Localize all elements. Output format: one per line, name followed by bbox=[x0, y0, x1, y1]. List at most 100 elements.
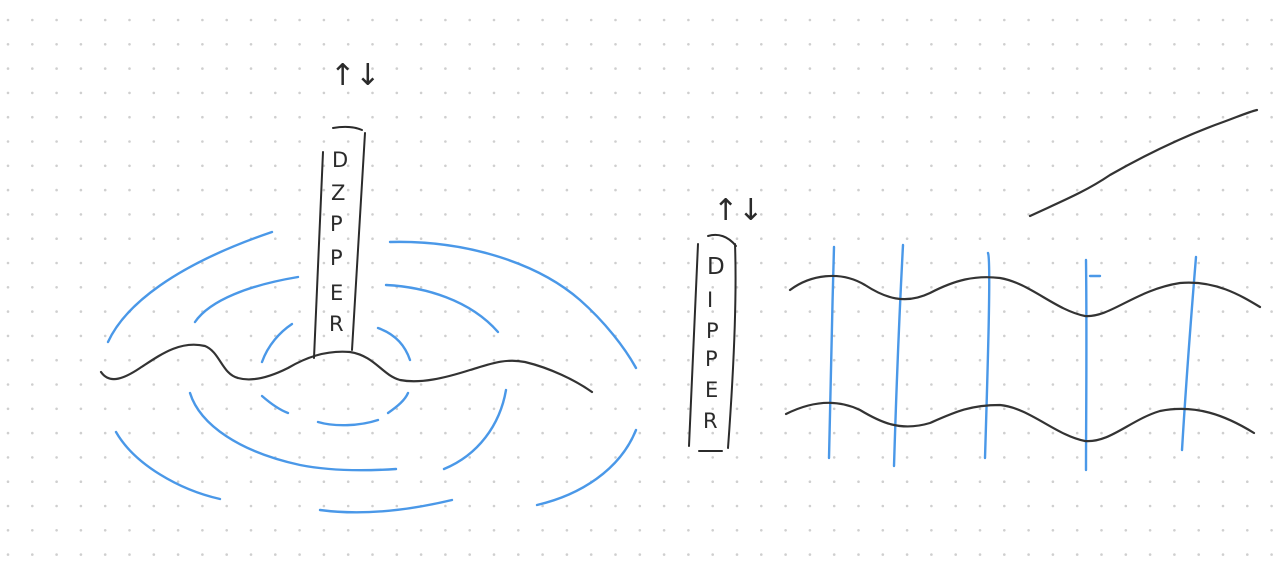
grid-dot bbox=[492, 358, 496, 362]
grid-dot bbox=[1051, 431, 1055, 435]
grid-dot bbox=[517, 164, 520, 168]
grid-dot bbox=[274, 213, 277, 216]
grid-dot bbox=[492, 480, 496, 484]
grid-dot bbox=[1197, 480, 1200, 484]
grid-dot bbox=[711, 529, 714, 532]
grid-dot bbox=[541, 188, 544, 192]
grid-dot bbox=[978, 213, 982, 216]
grid-dot bbox=[79, 431, 83, 435]
grid-dot bbox=[954, 334, 957, 338]
grid-dot bbox=[444, 310, 447, 313]
grid-dot bbox=[274, 237, 277, 240]
grid-dot bbox=[1270, 504, 1273, 508]
grid-dot bbox=[735, 407, 739, 411]
grid-dot bbox=[1100, 237, 1103, 240]
grid-dot bbox=[419, 407, 423, 411]
grid-dot bbox=[371, 456, 374, 459]
grid-dot bbox=[225, 480, 228, 484]
grid-dot bbox=[1075, 261, 1079, 265]
grid-dot bbox=[662, 67, 666, 70]
grid-dot bbox=[784, 164, 787, 168]
grid-dot bbox=[1173, 213, 1176, 216]
grid-dot bbox=[541, 164, 544, 168]
grid-dot bbox=[565, 164, 569, 168]
grid-dot bbox=[201, 286, 204, 289]
grid-dot bbox=[6, 188, 10, 192]
grid-dot bbox=[152, 334, 156, 338]
grid-dot bbox=[1075, 237, 1079, 240]
grid-dot bbox=[419, 261, 423, 265]
grid-dot bbox=[687, 213, 690, 216]
grid-dot bbox=[298, 286, 301, 289]
grid-dot bbox=[274, 115, 277, 119]
grid-dot bbox=[298, 43, 301, 46]
grid-dot bbox=[55, 213, 58, 216]
grid-dot bbox=[346, 383, 350, 386]
grid-dot bbox=[103, 140, 107, 143]
grid-dot bbox=[978, 115, 982, 119]
grid-dot bbox=[881, 553, 885, 556]
grid-dot bbox=[444, 358, 447, 362]
grid-dot bbox=[638, 43, 642, 46]
grid-dot bbox=[468, 529, 472, 532]
grid-dot bbox=[1075, 18, 1079, 22]
grid-dot bbox=[1173, 18, 1176, 22]
grid-dot bbox=[371, 164, 374, 168]
grid-dot bbox=[55, 480, 58, 484]
grid-dot bbox=[1003, 431, 1006, 435]
grid-dot bbox=[517, 334, 520, 338]
grid-dot bbox=[1221, 261, 1225, 265]
grid-dot bbox=[517, 213, 520, 216]
grid-dot bbox=[1100, 431, 1103, 435]
grid-dot bbox=[79, 261, 83, 265]
grid-dot bbox=[468, 188, 472, 192]
grid-dot bbox=[857, 188, 860, 192]
grid-dot bbox=[808, 140, 812, 143]
grid-dot bbox=[249, 188, 253, 192]
grid-dot bbox=[614, 358, 617, 362]
grid-dot bbox=[1197, 18, 1200, 22]
dipper-letters: D I P P E R bbox=[703, 254, 725, 433]
grid-dot bbox=[103, 18, 107, 22]
grid-dot bbox=[128, 237, 131, 240]
grid-dot bbox=[79, 480, 83, 484]
grid-dot bbox=[1124, 115, 1128, 119]
grid-dot bbox=[371, 213, 374, 216]
grid-dot bbox=[128, 115, 131, 119]
grid-dot bbox=[6, 261, 10, 265]
grid-dot bbox=[978, 334, 982, 338]
grid-dot bbox=[1027, 115, 1030, 119]
grid-dot bbox=[1270, 91, 1273, 95]
grid-dot bbox=[881, 431, 885, 435]
grid-dot bbox=[176, 188, 180, 192]
grid-dot bbox=[711, 188, 714, 192]
grid-dot bbox=[1003, 164, 1006, 168]
grid-dot bbox=[1148, 431, 1152, 435]
grid-dot bbox=[1124, 18, 1128, 22]
grid-dot bbox=[152, 456, 156, 459]
grid-dot bbox=[614, 18, 617, 22]
grid-dot bbox=[419, 310, 423, 313]
grid-dot bbox=[614, 456, 617, 459]
grid-dot bbox=[711, 383, 714, 386]
grid-dot bbox=[395, 310, 399, 313]
grid-dot bbox=[249, 504, 253, 508]
grid-dot bbox=[468, 407, 472, 411]
grid-dot bbox=[784, 480, 787, 484]
grid-dot bbox=[31, 407, 34, 411]
grid-dot bbox=[298, 164, 301, 168]
grid-dot bbox=[905, 261, 909, 265]
grid-dot bbox=[395, 456, 399, 459]
grid-dot bbox=[346, 407, 350, 411]
grid-dot bbox=[638, 91, 642, 95]
grid-dot bbox=[638, 213, 642, 216]
grid-dot bbox=[881, 18, 885, 22]
grid-dot bbox=[565, 431, 569, 435]
grid-dot bbox=[1003, 529, 1006, 532]
grid-dot bbox=[152, 43, 156, 46]
grid-dot bbox=[249, 358, 253, 362]
grid-dot bbox=[79, 18, 83, 22]
grid-dot bbox=[492, 383, 496, 386]
grid-dot bbox=[760, 431, 763, 435]
grid-dot bbox=[687, 407, 690, 411]
